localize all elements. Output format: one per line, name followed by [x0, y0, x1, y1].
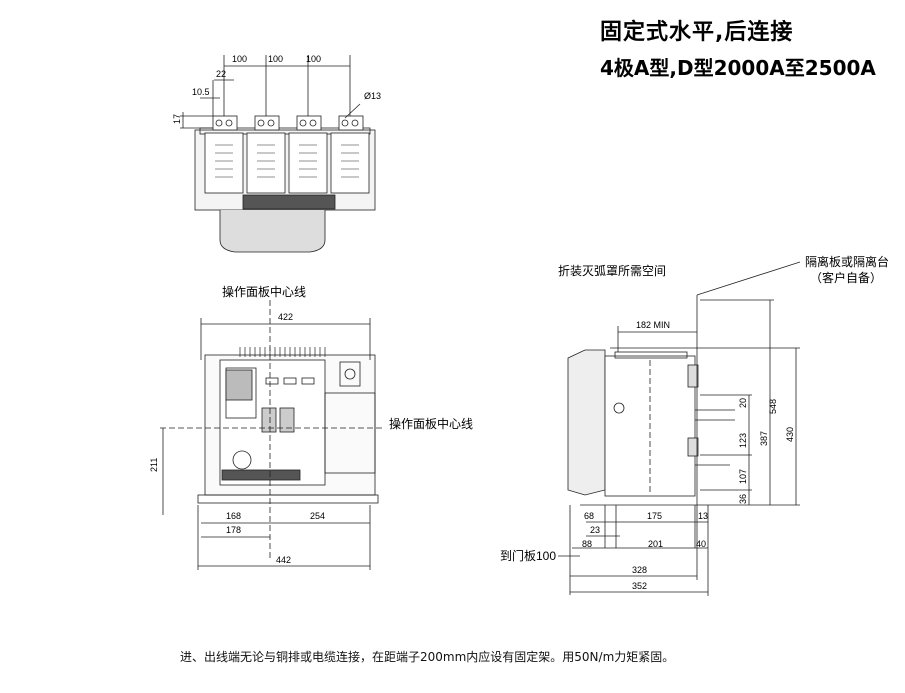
dim-352: 352: [632, 581, 647, 591]
title-line-2: 4极A型,D型2000A至2500A: [600, 56, 876, 80]
dim-201: 201: [648, 539, 663, 549]
dim-23: 23: [590, 525, 600, 535]
dim-168: 168: [226, 511, 241, 521]
dim-pitch-3: 100: [306, 54, 321, 64]
top-view: [180, 55, 376, 253]
dim-182-min: 182 MIN: [636, 320, 670, 330]
dim-pitch-2: 100: [268, 54, 283, 64]
dim-422: 422: [278, 312, 293, 322]
dim-211: 211: [149, 458, 159, 472]
door-panel-label: 到门板100: [500, 548, 556, 563]
dim-40: 40: [696, 539, 706, 549]
dim-36: 36: [738, 494, 748, 504]
dim-123: 123: [738, 433, 748, 448]
barrier-label-1: 隔离板或隔离台: [805, 254, 889, 269]
dim-107: 107: [738, 469, 748, 484]
dim-68: 68: [584, 511, 594, 521]
dim-13: 13: [698, 511, 708, 521]
side-view: [558, 261, 801, 596]
dim-88: 88: [582, 539, 592, 549]
dim-20: 20: [738, 398, 748, 408]
dim-22: 22: [216, 69, 226, 79]
center-line-label-top: 操作面板中心线: [222, 284, 306, 299]
dim-442: 442: [276, 555, 291, 565]
arc-space-label: 折装灭弧罩所需空间: [558, 263, 666, 278]
pole-module: [204, 132, 370, 194]
dim-17: 17: [172, 114, 182, 124]
dim-175: 175: [647, 511, 662, 521]
center-line-label-right: 操作面板中心线: [389, 416, 473, 431]
dim-pitch-1: 100: [232, 54, 247, 64]
dim-430: 430: [785, 427, 795, 442]
front-view: [160, 300, 382, 570]
dim-328: 328: [632, 565, 647, 575]
dim-hole-dia: Ø13: [364, 91, 381, 101]
barrier-label-2: （客户自备）: [810, 270, 882, 285]
dim-548: 548: [768, 399, 778, 414]
dim-178: 178: [226, 525, 241, 535]
dim-387: 387: [759, 431, 769, 446]
title-line-1: 固定式水平,后连接: [600, 20, 794, 45]
dim-254: 254: [310, 511, 325, 521]
installation-note: 进、出线端无论与铜排或电缆连接，在距端子200mm内应设有固定架。用50N/m力…: [180, 650, 675, 664]
dim-10-5: 10.5: [192, 87, 210, 97]
